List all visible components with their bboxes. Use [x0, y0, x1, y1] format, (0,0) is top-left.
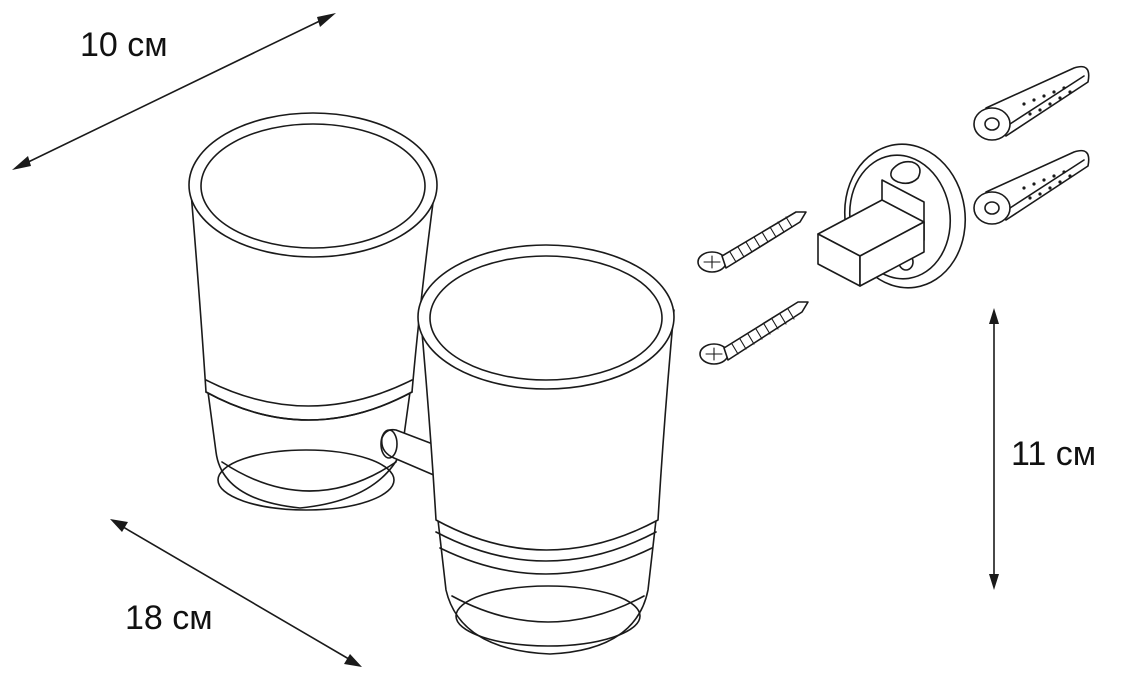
length-dimension-label: 18 см	[125, 599, 213, 637]
width-dimension-label: 10 см	[80, 26, 168, 64]
cup-back	[188, 112, 438, 511]
wall-mount	[817, 143, 967, 289]
screw-bottom	[699, 301, 809, 365]
wall-plug-top	[973, 65, 1090, 141]
width-dimension-arrow	[12, 13, 336, 170]
screw-top	[697, 211, 807, 273]
cup-front	[417, 244, 675, 655]
height-dimension-arrow	[989, 308, 999, 590]
length-dimension-arrow	[110, 519, 362, 667]
wall-plug-bottom	[973, 149, 1090, 225]
height-dimension-label: 11 см	[1011, 435, 1097, 473]
